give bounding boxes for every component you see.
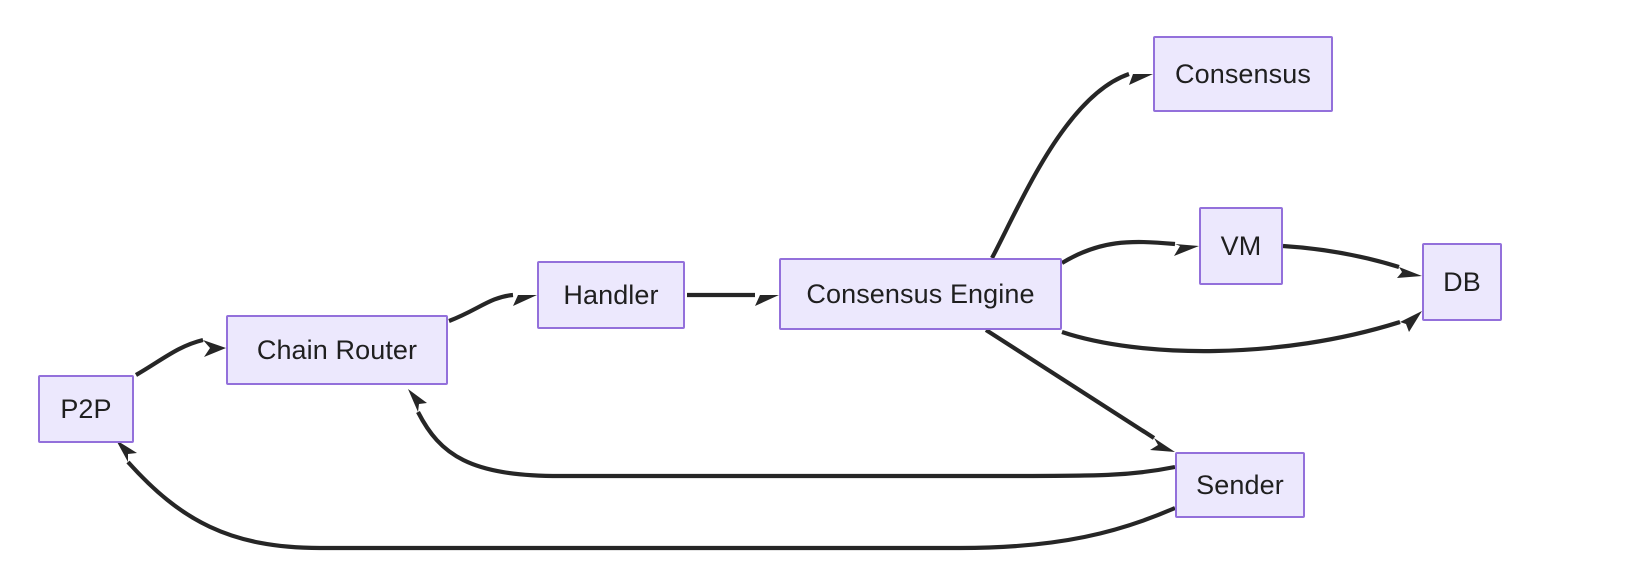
node-chain-router-label: Chain Router	[256, 334, 418, 365]
node-p2p[interactable]: P2P	[38, 375, 134, 443]
edge-p2p-to-chain-router	[134, 337, 226, 377]
node-handler-label: Handler	[563, 279, 659, 310]
edge-sender-to-p2p	[116, 440, 1176, 551]
arrow-head-icon	[1174, 244, 1199, 256]
arrow-head-icon	[408, 389, 427, 412]
edge-vm-to-db	[1282, 243, 1422, 278]
node-db[interactable]: DB	[1422, 243, 1502, 321]
arrow-head-icon	[203, 340, 226, 357]
node-consensus[interactable]: Consensus	[1153, 36, 1333, 112]
arrow-head-icon	[513, 295, 537, 306]
node-consensus-engine[interactable]: Consensus Engine	[779, 258, 1062, 330]
node-sender[interactable]: Sender	[1175, 452, 1305, 518]
node-consensus-engine-label: Consensus Engine	[806, 278, 1035, 309]
node-sender-label: Sender	[1196, 469, 1284, 500]
edge-sender-to-chain-router	[408, 389, 1176, 479]
edge-consensus-engine-to-db	[1061, 311, 1422, 354]
node-db-label: DB	[1443, 266, 1481, 297]
node-vm-label: VM	[1220, 230, 1262, 261]
node-chain-router[interactable]: Chain Router	[226, 315, 448, 385]
edge-consensus-engine-to-sender	[984, 328, 1175, 452]
edge-handler-to-consensus-engine	[687, 292, 779, 306]
arrow-head-icon	[1129, 74, 1153, 85]
arrow-head-icon	[755, 295, 779, 306]
arrow-head-icon	[116, 440, 137, 462]
node-vm[interactable]: VM	[1199, 207, 1283, 285]
node-handler[interactable]: Handler	[537, 261, 685, 329]
arrow-head-icon	[1397, 267, 1422, 278]
node-consensus-label: Consensus	[1175, 58, 1311, 89]
edge-chain-router-to-handler	[448, 292, 537, 323]
node-p2p-label: P2P	[60, 393, 112, 424]
arrow-head-icon	[1400, 311, 1422, 332]
edge-consensus-engine-to-consensus	[990, 72, 1153, 259]
edge-consensus-engine-to-vm	[1060, 239, 1199, 265]
arrow-head-icon	[1150, 438, 1175, 452]
